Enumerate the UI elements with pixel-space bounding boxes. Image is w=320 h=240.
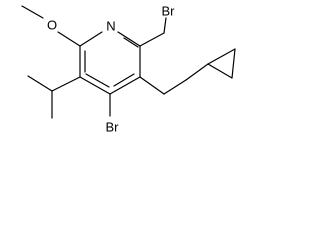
bromine-label-bottom: Br xyxy=(106,120,120,135)
bond-ch-methyl-1 xyxy=(27,75,53,92)
bromomethyl-group xyxy=(139,17,167,47)
bond-o-methyl xyxy=(21,5,44,19)
structure-drawing: N O Br Br xyxy=(21,4,236,135)
bond-n-c2 xyxy=(117,31,141,47)
bond-c6-o xyxy=(57,31,81,47)
cyclopropyl-bond-3 xyxy=(231,48,236,79)
bond-c3-ch2 xyxy=(139,76,165,95)
bond-n-c6 xyxy=(79,31,103,47)
oxygen-label: O xyxy=(47,18,57,33)
cyclopropyl-bond-1 xyxy=(185,63,209,81)
chemical-structure: N O Br Br xyxy=(0,0,256,138)
pyridine-ring xyxy=(79,31,141,95)
cyclopropylmethyl-group xyxy=(139,48,236,95)
bond-ch2-br xyxy=(163,17,167,34)
bond-n-c2-inner xyxy=(123,37,139,48)
nitrogen-label: N xyxy=(106,19,115,34)
cyclopropyl-bond-2 xyxy=(207,48,236,65)
bond-ch2-cyclopropyl xyxy=(163,79,187,95)
bond-c3-c4 xyxy=(109,76,141,95)
bond-c3-c4-inner xyxy=(113,73,135,87)
isopropyl-group xyxy=(27,75,81,119)
bond-c2-ch2 xyxy=(139,32,165,47)
methoxy-group xyxy=(21,5,81,47)
cyclopropyl-bond-4 xyxy=(207,63,233,79)
bond-c5-c4 xyxy=(79,76,111,95)
bond-c5-ch xyxy=(51,76,81,92)
bond-c5-c4-inner xyxy=(85,73,110,88)
bromine-label-top: Br xyxy=(162,4,176,19)
